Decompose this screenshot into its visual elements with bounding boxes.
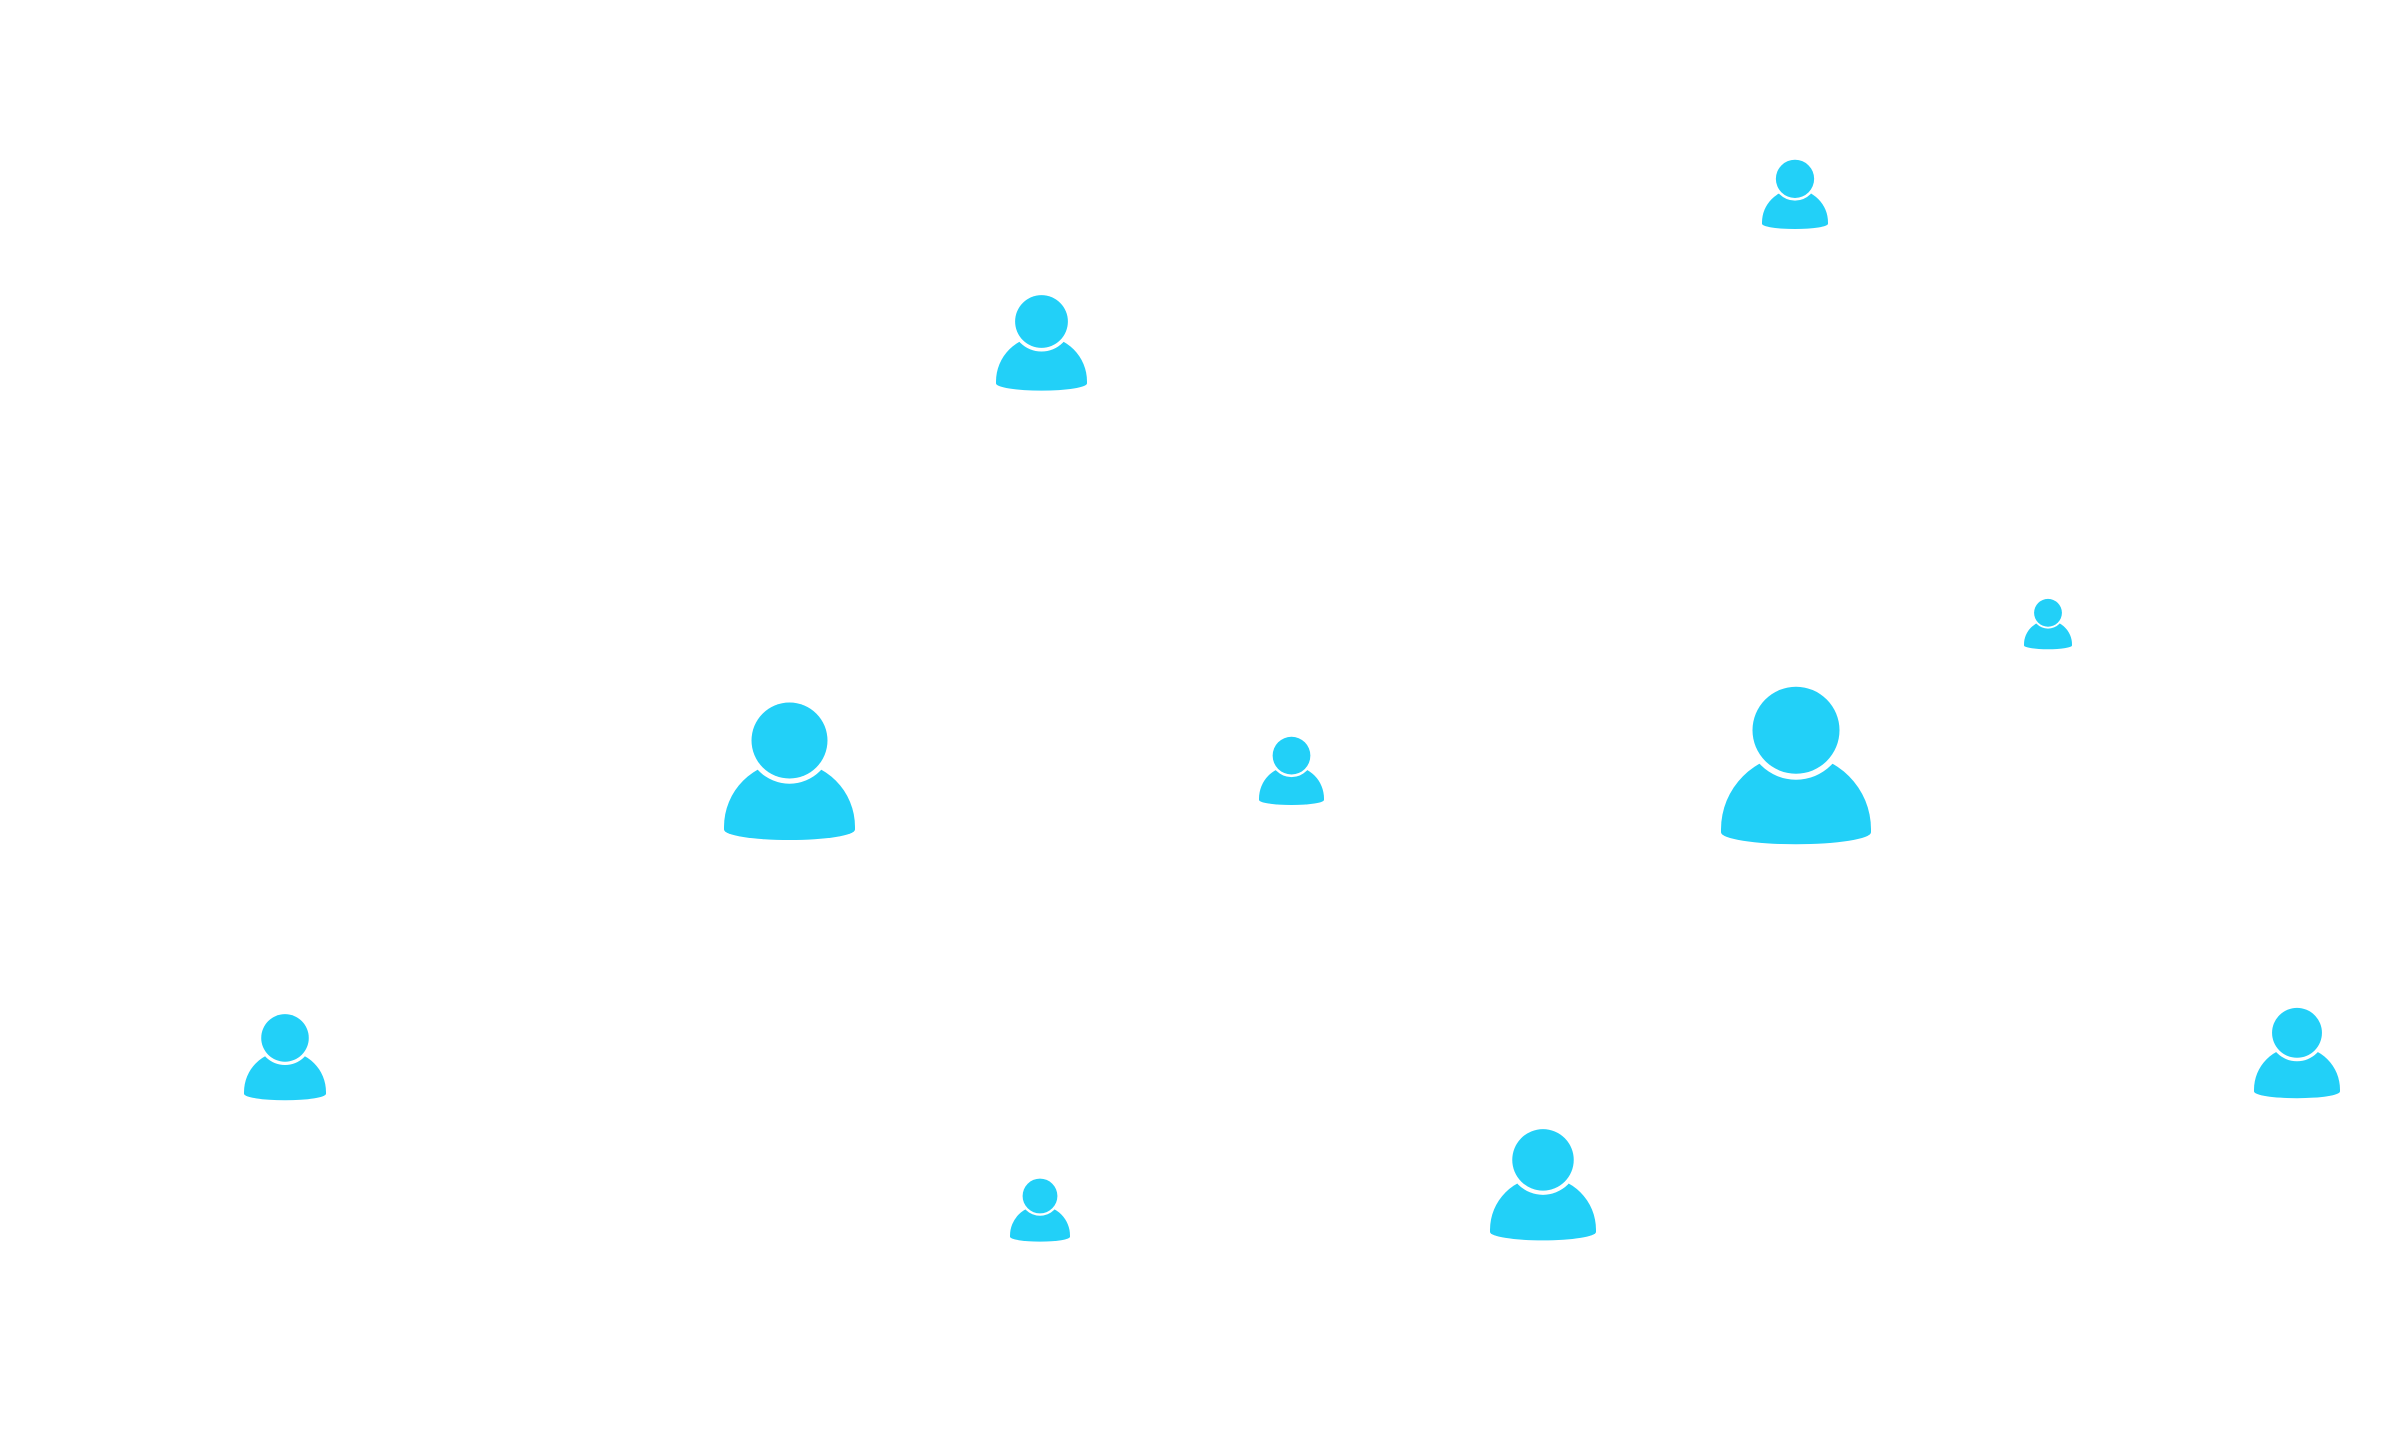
person-icon (1010, 1176, 1070, 1242)
person-icon (724, 697, 855, 841)
person-icon (2024, 596, 2072, 650)
person-icon (244, 1010, 326, 1101)
person-icon (1490, 1124, 1596, 1241)
person-icon (1259, 734, 1324, 806)
person-icon (996, 291, 1087, 391)
person-icon (1721, 680, 1871, 845)
person-icon (1762, 157, 1828, 230)
person-icon (2254, 1004, 2340, 1099)
